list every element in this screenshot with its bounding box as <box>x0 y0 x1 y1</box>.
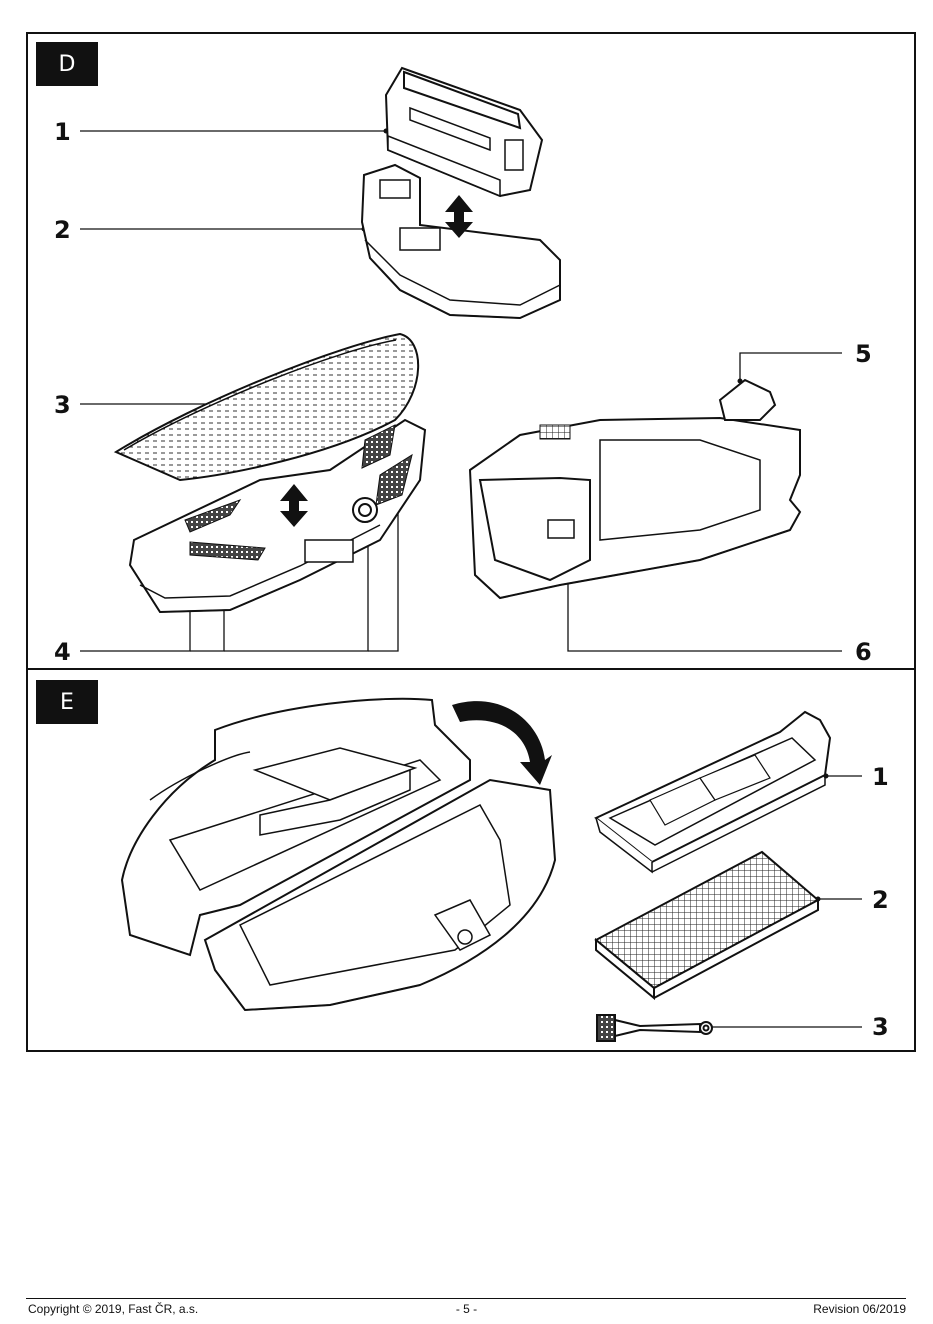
robot-underside-illustration <box>470 380 800 598</box>
hepa-filter-illustration <box>596 852 818 998</box>
cleaning-brush-illustration <box>597 1015 712 1041</box>
dust-bin-illustration <box>122 699 555 1010</box>
footer-revision: Revision 06/2019 <box>813 1302 906 1316</box>
filter-frame-illustration <box>596 712 830 872</box>
footer-page-number: - 5 - <box>0 1302 933 1316</box>
footer-rule <box>26 1298 906 1299</box>
